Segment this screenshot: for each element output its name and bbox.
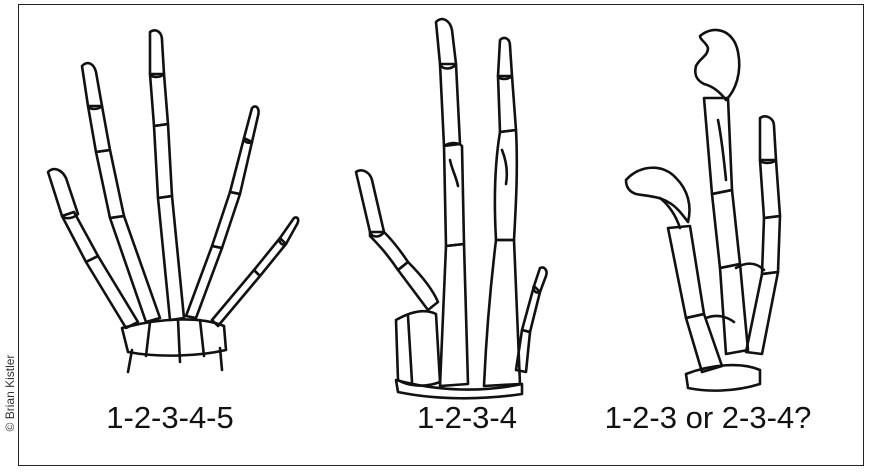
label-three-finger: 1-2-3 or 2-3-4? (578, 396, 838, 440)
four-finger-hand (356, 19, 547, 398)
label-four-finger: 1-2-3-4 (372, 396, 562, 440)
five-finger-hand (48, 30, 298, 372)
three-finger-claw-hand (626, 30, 780, 391)
label-five-finger: 1-2-3-4-5 (65, 396, 275, 440)
